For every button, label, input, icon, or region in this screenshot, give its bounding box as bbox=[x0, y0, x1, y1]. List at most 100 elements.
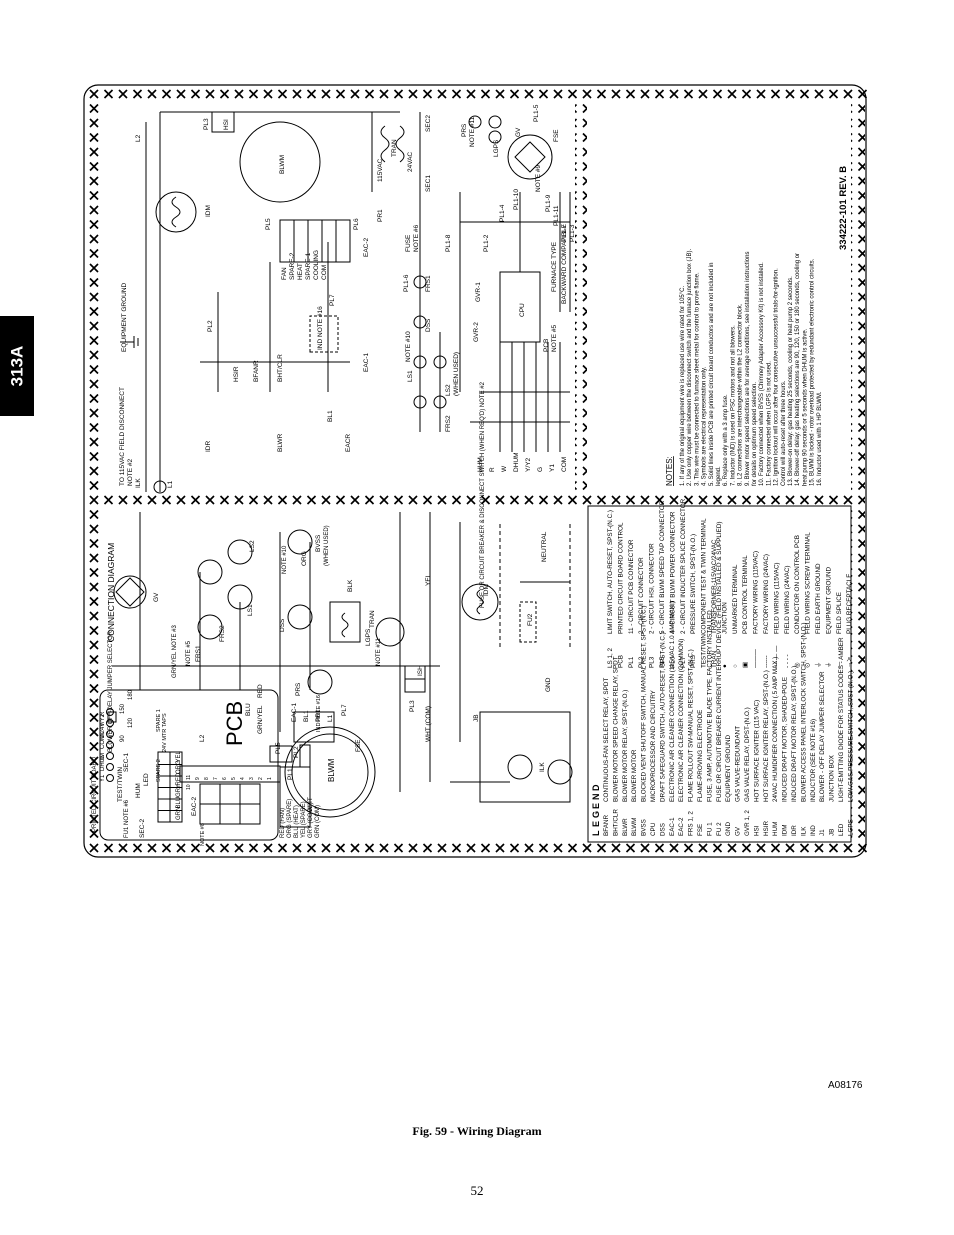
bl1-label: BL1 bbox=[327, 410, 334, 422]
page-number: 52 bbox=[470, 1183, 484, 1198]
hum-label: HUM bbox=[135, 783, 142, 798]
legend-code: GV bbox=[735, 826, 742, 836]
ind-label-c: IND NOTE #16 bbox=[316, 695, 322, 732]
legend-desc: FIELD WIRING SCREW TERMINAL bbox=[805, 532, 812, 634]
legend-desc: GAS VALVE-REDUNDANT bbox=[735, 726, 742, 802]
gvr1-label: GVR-1 bbox=[475, 282, 482, 302]
note-item: 7. Inductor (IND) is used on PSC motors … bbox=[730, 325, 736, 486]
legend-desc: 5 - CIRCUIT BLWM SPEED TAP CONNECTOR bbox=[659, 500, 666, 634]
tran-label-c: TRAN bbox=[369, 610, 376, 628]
legend-code: PL5 bbox=[659, 656, 666, 668]
legend-desc: CONDUCTOR ON CONTROL PCB bbox=[794, 535, 801, 634]
terminal-label: G bbox=[100, 755, 106, 760]
l1-label-c: L1 bbox=[327, 714, 334, 722]
delay-label: 90 bbox=[120, 735, 126, 742]
tran-label: TRAN bbox=[391, 139, 398, 157]
part-number: 334222-101 REV. B bbox=[838, 166, 849, 250]
legend-desc: HOT SURFACE IGNITER (115 VAC) bbox=[753, 700, 760, 802]
legend-code: ------ bbox=[763, 655, 770, 668]
legend-desc: JUNCTION BOX bbox=[829, 754, 836, 802]
legend-desc: COMPONENT TEST & TWIN TERMINAL bbox=[701, 518, 708, 634]
frs2-label: FRS2 bbox=[445, 415, 452, 432]
pl5-label-c: PL5 bbox=[275, 742, 282, 754]
motor-tap-label: ORG bbox=[176, 760, 182, 774]
legend-code: TEST/TWIN bbox=[701, 634, 708, 668]
terminal-label: R bbox=[100, 711, 106, 716]
eac2-label-c: EAC-2 bbox=[191, 796, 198, 816]
legend-code: ⏚ bbox=[824, 662, 832, 668]
vac115-label: 115VAC bbox=[377, 158, 384, 182]
frame-notes-divider bbox=[575, 100, 587, 493]
terminal-screw bbox=[106, 752, 114, 760]
legend-code: ILK bbox=[800, 826, 807, 836]
legend-desc: FIELD EARTH GROUND bbox=[815, 563, 822, 634]
legend-code: FRS 1, 2 bbox=[688, 811, 695, 836]
legend-code: PL1 bbox=[628, 656, 635, 668]
legend-desc: FACTORY WIRING (24VAC) bbox=[763, 554, 770, 634]
legend-code: BLWR bbox=[622, 818, 629, 836]
legend-code: PCB bbox=[617, 655, 624, 668]
led-label: LED bbox=[143, 773, 150, 786]
pl1-pin-label: 1 bbox=[267, 777, 273, 780]
note-item: 5. Solid lines inside PCB are printed ci… bbox=[709, 263, 722, 486]
pl7-label: PL7 bbox=[329, 294, 336, 306]
thermostat-terminal: G bbox=[537, 467, 544, 472]
legend-desc: INDUCTOR (SEE NOTE #16) bbox=[810, 719, 817, 802]
legend-desc: PLUG RECEPTACLE bbox=[846, 574, 853, 634]
legend-desc: FIELD WIRING (115VAC) bbox=[773, 563, 780, 635]
lgps-label: LGPS bbox=[493, 139, 500, 157]
fuse-breaker-label: FUSE OR CIRCUIT BREAKER & DISCONNECT SWI… bbox=[480, 381, 486, 608]
delay-label: 180 bbox=[128, 689, 134, 700]
blu-label-c: BLU bbox=[245, 703, 252, 716]
legend-code: PL6 bbox=[669, 656, 676, 668]
legend-code: FU 1 bbox=[706, 822, 713, 836]
legend-code: ⊙ bbox=[805, 663, 812, 668]
terminal-label: COM 24V bbox=[100, 723, 106, 749]
pr1-label: PR1 bbox=[377, 209, 384, 222]
motor-tap-label: BLU bbox=[176, 797, 182, 809]
test-twin-label: TEST/TWIN bbox=[117, 767, 124, 802]
legend-code: DSS bbox=[659, 823, 666, 836]
hsir-label: HSIR bbox=[233, 366, 240, 382]
ind-label: IND NOTE #16 bbox=[317, 306, 324, 350]
legend-code: PL3 bbox=[649, 656, 656, 668]
blwm-label-c: BLWM bbox=[327, 758, 336, 782]
notes-title: NOTES: bbox=[665, 456, 674, 486]
field-disconnect-label: TO 115VAC FIELD DISCONNECT bbox=[119, 387, 126, 486]
gv-label: GV bbox=[515, 127, 522, 137]
legend-desc: INDUCED DRAFT MOTOR, SHADED-POLE bbox=[782, 677, 789, 802]
thermostat-terminal: COM bbox=[561, 457, 568, 472]
pl18-label: PL1-8 bbox=[445, 234, 452, 252]
cooling-label: COOLING bbox=[313, 250, 320, 280]
pcb-title: PCB bbox=[222, 701, 247, 746]
fan-wire-label: YEL (SPARE) bbox=[301, 801, 307, 838]
wht-label-c: WHT bbox=[307, 797, 314, 812]
thermostat-terminal: DHUM bbox=[513, 453, 520, 473]
legend-title-letter: E bbox=[591, 803, 601, 809]
terminal-label: Y/Y2 bbox=[100, 713, 106, 727]
legend-title-letter: E bbox=[591, 821, 601, 827]
pl7-label-c: PL7 bbox=[341, 704, 348, 716]
pl5-label: PL5 bbox=[265, 218, 272, 230]
legend-desc: FIELD WIRING (24VAC) bbox=[784, 566, 791, 634]
legend-desc: BLOWER - OFF DELAY JUMPER SELECTOR bbox=[819, 671, 826, 802]
l1-label: L1 bbox=[167, 480, 174, 488]
gnd-label: GND bbox=[545, 677, 552, 692]
motor-tap-label: GRN bbox=[176, 807, 182, 820]
terminal-screw bbox=[106, 730, 114, 738]
sec1-label-c: SEC-1 bbox=[123, 752, 130, 772]
legend-code: - - - - bbox=[784, 654, 791, 668]
legend-desc: HOT SURFACE IGNITER RELAY, SPST-(N.O.) bbox=[763, 670, 770, 802]
legend-desc: MICROPROCESSOR AND CIRCUITRY bbox=[650, 689, 657, 802]
gv-label-c: GV bbox=[153, 592, 160, 602]
pl17-label: PL1-7 bbox=[561, 224, 568, 242]
fu2-label: FU2 bbox=[527, 613, 534, 626]
idr-label: IDR bbox=[205, 441, 212, 453]
terminal-screw bbox=[106, 774, 114, 782]
delay-label: 150 bbox=[120, 703, 126, 714]
pl3-label: PL3 bbox=[203, 118, 210, 130]
furnace-type-label: FURNACE TYPE bbox=[551, 241, 558, 292]
